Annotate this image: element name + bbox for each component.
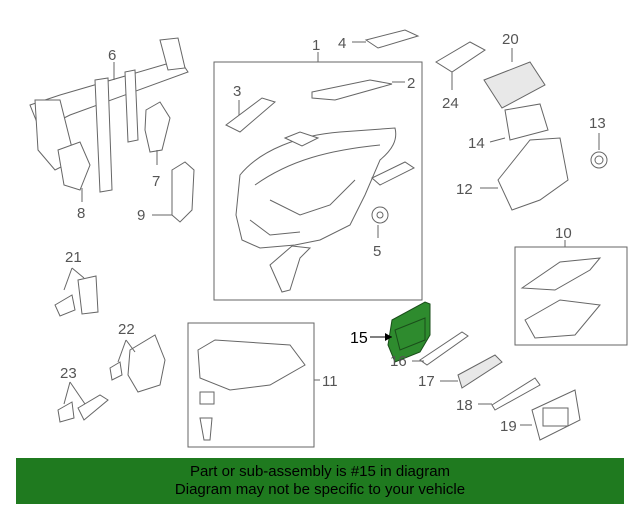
callout-20: 20 bbox=[502, 31, 519, 48]
callout-8: 8 bbox=[77, 205, 85, 222]
dashboard-part bbox=[235, 127, 397, 249]
callout-22: 22 bbox=[118, 321, 135, 338]
part-18: 18 bbox=[456, 377, 541, 414]
callout-10: 10 bbox=[555, 225, 572, 242]
part-4: 4 bbox=[338, 29, 420, 52]
info-banner: Part or sub-assembly is #15 in diagram D… bbox=[16, 458, 624, 504]
callout-14: 14 bbox=[468, 135, 485, 152]
part-12: 12 bbox=[456, 137, 569, 211]
group-1-frame: 1 bbox=[213, 37, 423, 301]
callout-1: 1 bbox=[312, 37, 320, 54]
callout-24: 24 bbox=[442, 95, 459, 112]
callout-13: 13 bbox=[589, 115, 606, 132]
parts-diagram: 1 2 3 5 4 6 bbox=[29, 29, 628, 448]
part-14: 14 bbox=[468, 103, 549, 152]
callout-4: 4 bbox=[338, 35, 346, 52]
callout-5: 5 bbox=[373, 243, 381, 260]
banner-line-1: Part or sub-assembly is #15 in diagram bbox=[189, 463, 451, 480]
part-8: 8 bbox=[57, 141, 91, 222]
callout-3: 3 bbox=[233, 83, 241, 100]
part-5: 5 bbox=[371, 206, 389, 260]
group-11-frame: 11 bbox=[187, 322, 338, 448]
callout-18: 18 bbox=[456, 397, 473, 414]
part-24: 24 bbox=[435, 41, 486, 112]
part-17: 17 bbox=[418, 354, 503, 390]
dash-duct-piece bbox=[269, 245, 312, 293]
callout-12: 12 bbox=[456, 181, 473, 198]
callout-21: 21 bbox=[65, 249, 82, 266]
part-15-highlighted[interactable]: 15 bbox=[350, 301, 431, 363]
part-13: 13 bbox=[589, 115, 608, 169]
part-20: 20 bbox=[483, 31, 546, 109]
callout-9: 9 bbox=[137, 207, 145, 224]
dash-trim-piece bbox=[371, 161, 415, 186]
callout-6: 6 bbox=[108, 47, 116, 64]
part-9: 9 bbox=[137, 161, 195, 224]
callout-15: 15 bbox=[350, 330, 368, 347]
callout-7: 7 bbox=[152, 173, 160, 190]
part-23: 23 bbox=[57, 365, 109, 423]
part-21: 21 bbox=[54, 249, 99, 317]
part-3: 3 bbox=[225, 83, 277, 133]
callout-11: 11 bbox=[322, 373, 338, 390]
part-16: 16 bbox=[390, 331, 469, 370]
callout-2: 2 bbox=[407, 75, 415, 92]
banner-line-2: Diagram may not be specific to your vehi… bbox=[174, 481, 466, 498]
part-7: 7 bbox=[144, 101, 171, 190]
callout-19: 19 bbox=[500, 418, 517, 435]
group-10-frame: 10 bbox=[514, 225, 628, 346]
part-22: 22 bbox=[109, 321, 166, 393]
part-19: 19 bbox=[500, 389, 581, 441]
part-2: 2 bbox=[311, 75, 415, 101]
callout-16: 16 bbox=[390, 353, 407, 370]
callout-23: 23 bbox=[60, 365, 77, 382]
callout-17: 17 bbox=[418, 373, 435, 390]
